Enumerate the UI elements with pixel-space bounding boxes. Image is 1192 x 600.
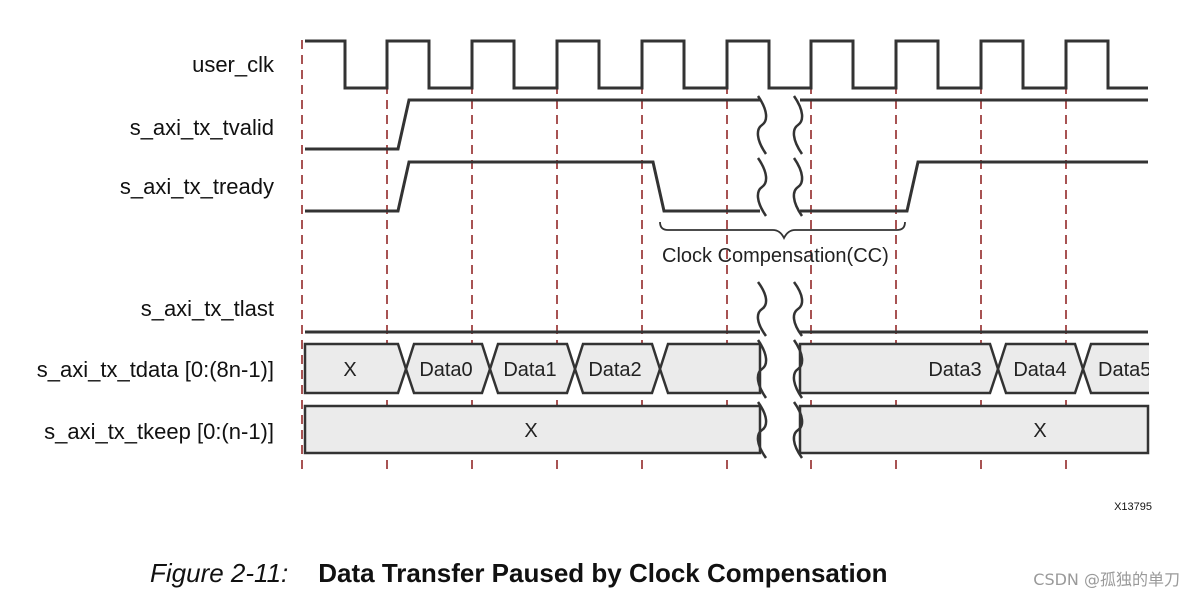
tvalid-waveform [305,98,760,151]
time-break-mark [792,339,804,399]
time-break-mark [756,95,768,155]
tdata-segment-x [303,342,408,395]
figure-caption-title: Data Transfer Paused by Clock Compensati… [318,558,888,588]
figure-caption: Figure 2-11: Data Transfer Paused by Cloc… [150,558,888,589]
tdata-label-data4: Data4 [1013,359,1066,381]
time-break-mark [756,157,768,217]
signal-label-tkeep: s_axi_tx_tkeep [0:(n-1)] [44,419,274,444]
time-break-mark [792,281,804,337]
signal-label-tdata: s_axi_tx_tdata [0:(8n-1)] [37,357,274,382]
watermark: CSDN @孤独的单刀 [1033,570,1180,589]
tdata-bus [303,342,1149,395]
tdata-segment-blank [658,342,762,395]
signal-label-user-clk: user_clk [192,52,275,77]
tready-waveform [305,160,760,213]
clock-compensation-label: Clock Compensation(CC) [662,245,889,267]
tdata-label-data0: Data0 [419,359,472,381]
tkeep-bus [303,404,1150,455]
time-break-mark [756,281,768,337]
time-break-marks [756,95,804,459]
time-break-mark [792,401,804,459]
timing-diagram: user_clk s_axi_tx_tvalid s_axi_tx_tready… [37,39,1152,513]
tkeep-label-left: X [524,420,537,442]
tkeep-segment-left [303,404,762,455]
tdata-label-x: X [343,359,356,381]
tkeep-label-right: X [1033,420,1046,442]
tdata-label-data2: Data2 [588,359,641,381]
time-break-mark [792,95,804,155]
tdata-segment-data3 [798,342,1000,395]
tdata-label-data3: Data3 [928,359,981,381]
time-break-mark [756,401,768,459]
tdata-segment-data5 [1081,342,1149,395]
time-break-mark [792,157,804,217]
figure-id: X13795 [1114,501,1152,513]
clock-edge-guides [301,40,1067,470]
clock-compensation-brace [659,221,906,241]
signal-label-tvalid: s_axi_tx_tvalid [130,115,274,140]
tready-waveform-continued [800,160,1148,213]
time-break-mark [756,339,768,399]
figure-caption-label: Figure 2-11: [150,558,289,588]
signal-label-tready: s_axi_tx_tready [120,174,274,199]
tkeep-segment-right [798,404,1150,455]
tdata-label-data5: Data5 [1098,359,1151,381]
tdata-label-data1: Data1 [503,359,556,381]
break-gap-mask [763,95,797,460]
user-clk-waveform [305,39,1148,90]
signal-label-tlast: s_axi_tx_tlast [141,296,274,321]
